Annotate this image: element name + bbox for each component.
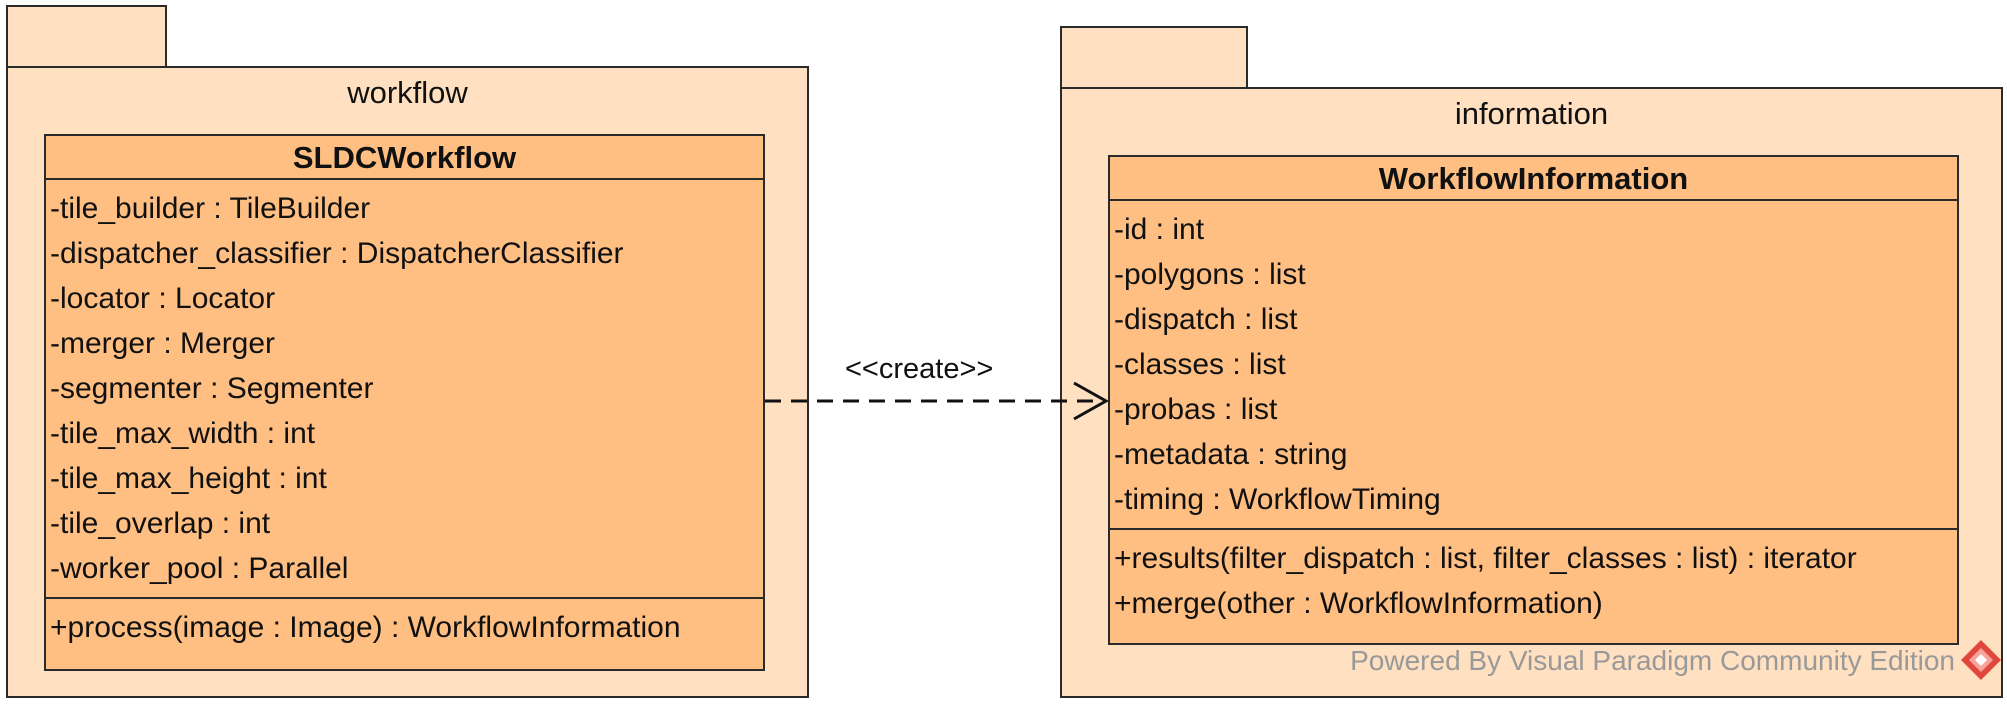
attribute-row: -dispatch : list [1114, 303, 1298, 336]
attribute-row: -dispatcher_classifier : DispatcherClass… [50, 237, 624, 270]
attributes-compartment: -tile_builder : TileBuilder -dispatcher_c… [46, 180, 763, 599]
operation-row: +process(image : Image) : WorkflowInform… [50, 611, 681, 644]
dependency-arrowhead [1073, 381, 1110, 421]
attribute-row: -metadata : string [1114, 438, 1348, 471]
attribute-row: -tile_max_height : int [50, 462, 327, 495]
attribute-row: -segmenter : Segmenter [50, 372, 374, 405]
operation-row: +merge(other : WorkflowInformation) [1114, 587, 1603, 620]
workflow-package-tab [6, 5, 167, 68]
class-name: SLDCWorkflow [46, 136, 763, 180]
sldc-workflow-class[interactable]: SLDCWorkflow -tile_builder : TileBuilder… [44, 134, 765, 671]
attribute-row: -tile_builder : TileBuilder [50, 192, 371, 225]
attribute-row: -worker_pool : Parallel [50, 552, 349, 585]
attribute-row: -merger : Merger [50, 327, 276, 360]
class-name: WorkflowInformation [1110, 157, 1957, 201]
workflow-information-class[interactable]: WorkflowInformation -id : int -polygons :… [1108, 155, 1959, 645]
attribute-row: -tile_max_width : int [50, 417, 316, 450]
operations-compartment: +results(filter_dispatch : list, filter_… [1110, 530, 1957, 632]
information-package-name: information [1454, 96, 1609, 131]
attribute-row: -locator : Locator [50, 282, 276, 315]
operations-compartment: +process(image : Image) : WorkflowInform… [46, 599, 763, 656]
operation-row: +results(filter_dispatch : list, filter_… [1114, 542, 1857, 575]
attributes-compartment: -id : int -polygons : list -dispatch : lis… [1110, 201, 1957, 530]
attribute-row: -id : int [1114, 213, 1205, 246]
powered-by-watermark: Powered By Visual Paradigm Community Edi… [1350, 645, 1955, 676]
workflow-package-name: workflow [347, 75, 468, 110]
visual-paradigm-logo-icon [1961, 640, 2001, 680]
attribute-row: -polygons : list [1114, 258, 1306, 291]
create-stereotype-label: <<create>> [845, 353, 994, 385]
attribute-row: -timing : WorkflowTiming [1114, 483, 1441, 516]
attribute-row: -classes : list [1114, 348, 1286, 381]
attribute-row: -tile_overlap : int [50, 507, 271, 540]
attribute-row: -probas : list [1114, 393, 1278, 426]
